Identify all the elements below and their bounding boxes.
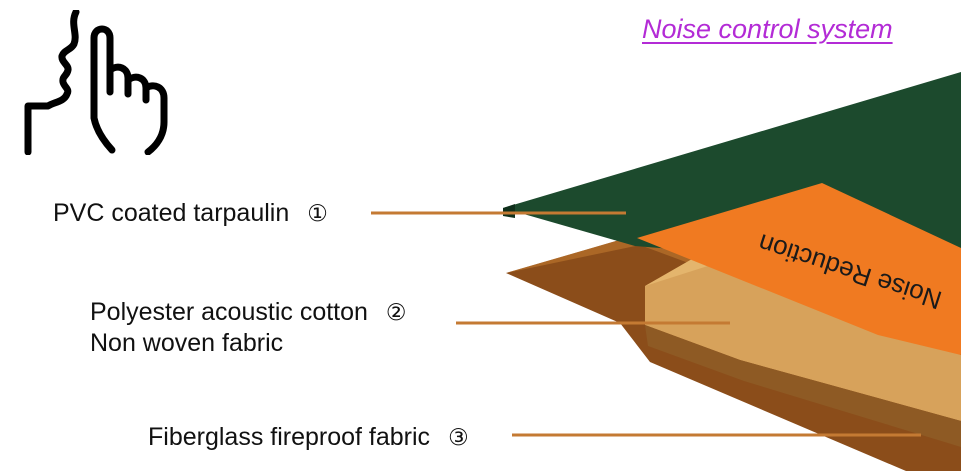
shush-gesture-icon [24, 10, 168, 155]
acoustic-cotton-shade [645, 325, 961, 447]
layer-number-3: ③ [448, 424, 469, 450]
pvc-edge [503, 204, 515, 218]
layer-label-1: PVC coated tarpaulin ① [53, 198, 328, 229]
layer-label-2: Polyester acoustic cotton ② Non woven fab… [90, 297, 407, 360]
layer-label-1-text: PVC coated tarpaulin [53, 199, 290, 227]
layer-label-2-line-2: Non woven fabric [90, 329, 284, 358]
noise-reduction-face [637, 183, 961, 355]
layer-label-3-text: Fiberglass fireproof fabric [148, 423, 431, 451]
layer-number-1: ① [307, 200, 328, 226]
layer-label-2-line-1: Polyester acoustic cotton [90, 298, 368, 326]
layer-label-3: Fiberglass fireproof fabric ③ [148, 422, 469, 453]
diagram-title: Noise control system [642, 14, 893, 44]
layer-number-2: ② [385, 299, 407, 325]
